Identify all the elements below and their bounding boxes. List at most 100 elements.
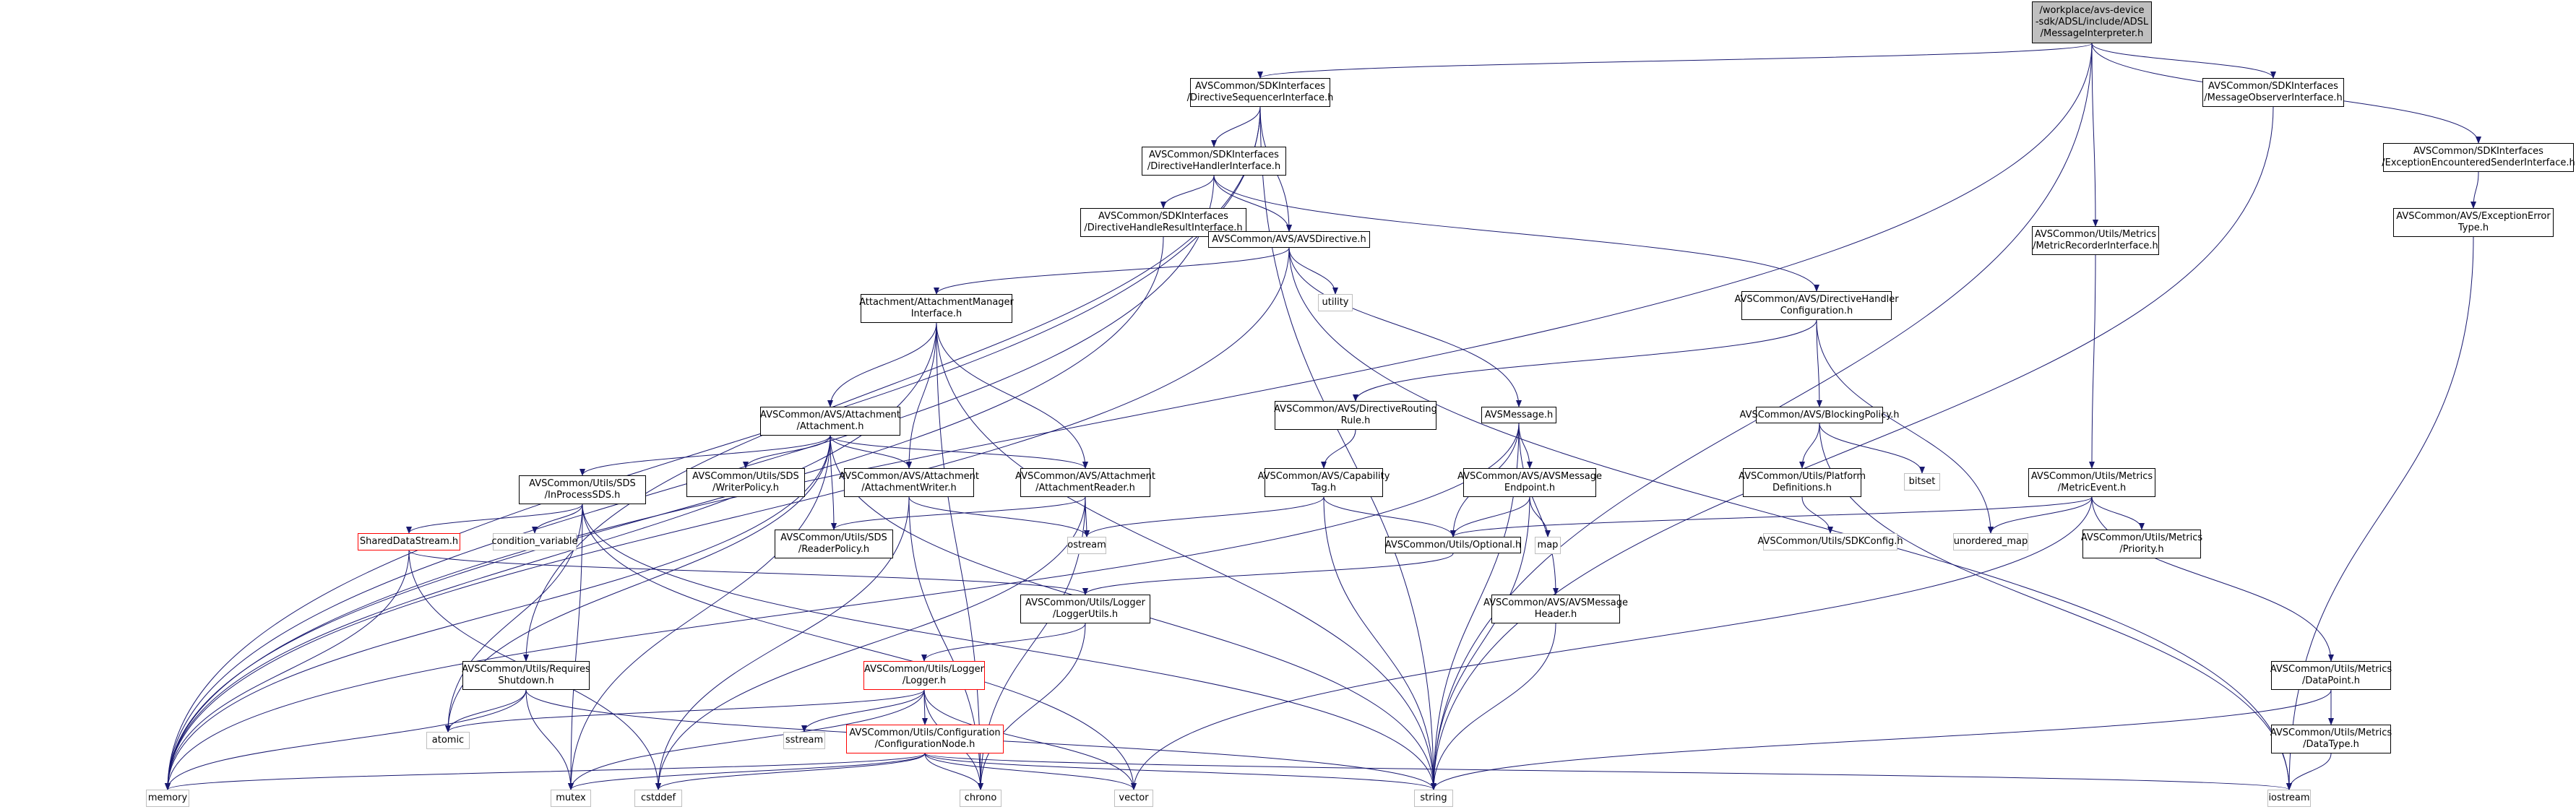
node-label-line: Endpoint.h — [1504, 483, 1556, 493]
node-sds[interactable]: SharedDataStream.h — [358, 533, 460, 550]
node-avsm[interactable]: AVSMessage.h — [1481, 407, 1556, 423]
node-label-line: cstddef — [640, 792, 676, 803]
node-pri[interactable]: AVSCommon/Utils/Metrics/Priority.h — [2080, 530, 2203, 558]
edge-avsd-to-iostream — [1288, 247, 2292, 790]
node-dsi[interactable]: AVSCommon/SDKInterfaces/DirectiveSequenc… — [1187, 78, 1333, 107]
edge-lg-to-sstream — [801, 689, 925, 733]
node-label-line: /AttachmentReader.h — [1035, 483, 1135, 493]
node-label-line: AVSCommon/Utils/Platform — [1739, 471, 1866, 482]
node-mev[interactable]: AVSCommon/Utils/Metrics/MetricEvent.h — [2028, 468, 2155, 497]
edge-mev-to-opt — [1450, 496, 2093, 537]
node-label-line: AVSCommon/Utils/SDS — [529, 478, 636, 489]
edge-avsm-to-memory — [165, 423, 1520, 790]
node-label-line: /Attachment.h — [796, 421, 864, 432]
node-label-line: atomic — [431, 735, 465, 746]
node-root[interactable]: /workplace/avs-device-sdk/ADSL/include/A… — [2032, 1, 2152, 43]
node-label-line: AVSCommon/AVS/Attachment — [760, 410, 900, 420]
edge-att-to-rp — [830, 435, 837, 530]
node-label-line: AVSCommon/SDKInterfaces — [1149, 150, 1279, 160]
edge-cn-to-chrono — [924, 753, 983, 790]
edge-dsi-to-memory — [165, 106, 1261, 790]
node-label-line: AVSCommon/SDKInterfaces — [1195, 81, 1325, 92]
edge-avsd-to-memory — [165, 247, 1290, 790]
node-rp[interactable]: AVSCommon/Utils/SDS/ReaderPolicy.h — [775, 530, 893, 558]
edge-lg-to-atomic — [445, 689, 925, 733]
node-label-line: mutex — [556, 792, 586, 803]
node-label-line: /MessageInterpreter.h — [2040, 28, 2144, 39]
edge-bp-to-pd — [1799, 423, 1820, 469]
node-label-line: AVSCommon/AVS/Capability — [1257, 471, 1390, 482]
node-bp[interactable]: AVSCommon/AVS/BlockingPolicy.h — [1740, 407, 1899, 423]
node-label-line: /Priority.h — [2119, 544, 2164, 555]
edge-mri-to-mev — [2089, 254, 2096, 469]
node-bitset: bitset — [1904, 473, 1940, 491]
node-label-line: /Logger.h — [902, 675, 947, 686]
edge-cn-to-string — [924, 753, 1436, 790]
node-label-line: SharedDataStream.h — [359, 536, 459, 547]
node-label-line: AVSCommon/AVS/AVSMessage — [1457, 471, 1602, 482]
edge-cn-to-cstddef — [655, 753, 926, 790]
node-label-line: AVSCommon/Utils/SDS — [692, 471, 799, 482]
node-label-line: AVSMessage.h — [1484, 409, 1554, 420]
node-cn[interactable]: AVSCommon/Utils/Configuration/Configurat… — [846, 725, 1004, 753]
node-label-line: AVSCommon/Utils/Metrics — [2080, 532, 2203, 543]
edge-dsi-to-dhi — [1211, 106, 1261, 147]
edge-dp-to-string — [1431, 689, 2332, 790]
edge-att-to-ar — [830, 435, 1088, 469]
node-label-line: AVSCommon/Utils/Metrics — [2034, 229, 2157, 240]
node-label-line: /AttachmentWriter.h — [861, 483, 957, 493]
node-dhri[interactable]: AVSCommon/SDKInterfaces/DirectiveHandleR… — [1080, 208, 1246, 237]
node-label-line: /LoggerUtils.h — [1052, 609, 1119, 620]
edge-moi-to-string — [1431, 106, 2274, 790]
edge-ar-to-cstddef — [655, 496, 1086, 790]
node-aw[interactable]: AVSCommon/AVS/Attachment/AttachmentWrite… — [839, 468, 979, 497]
node-dp[interactable]: AVSCommon/Utils/Metrics/DataPoint.h — [2270, 661, 2392, 690]
node-wp[interactable]: AVSCommon/Utils/SDS/WriterPolicy.h — [686, 468, 805, 497]
node-avsd[interactable]: AVSCommon/AVS/AVSDirective.h — [1208, 231, 1370, 248]
edge-dhi-to-dhri — [1160, 175, 1215, 209]
node-opt[interactable]: AVSCommon/Utils/Optional.h — [1385, 537, 1521, 553]
edge-aw-to-ostream — [908, 496, 1090, 537]
node-mri[interactable]: AVSCommon/Utils/Metrics/MetricRecorderIn… — [2032, 226, 2159, 255]
edge-sds-to-lu — [408, 550, 1088, 595]
node-lg[interactable]: AVSCommon/Utils/Logger/Logger.h — [863, 661, 985, 690]
edge-amgr-to-chrono — [936, 322, 983, 790]
edge-cn-to-mutex — [568, 753, 926, 790]
edge-root-to-moi — [2091, 43, 2276, 79]
edge-ips-to-vector — [582, 504, 1137, 790]
edge-att-to-aw — [830, 435, 912, 469]
edge-bp-to-bitset — [1819, 423, 1925, 474]
edge-ips-to-string — [582, 504, 1436, 790]
node-moi[interactable]: AVSCommon/SDKInterfaces/MessageObserverI… — [2202, 78, 2344, 107]
node-lu[interactable]: AVSCommon/Utils/Logger/LoggerUtils.h — [1020, 595, 1150, 623]
node-label-line: map — [1537, 540, 1559, 550]
node-att[interactable]: AVSCommon/AVS/Attachment/Attachment.h — [760, 407, 900, 436]
node-label-line: /DataType.h — [2303, 739, 2359, 750]
edge-ar-to-rp — [831, 496, 1086, 530]
node-dt[interactable]: AVSCommon/Utils/Metrics/DataType.h — [2270, 725, 2392, 753]
node-label-line: /MetricRecorderInterface.h — [2033, 241, 2158, 251]
node-label-line: bitset — [1908, 476, 1936, 487]
edge-rs-to-atomic — [445, 689, 527, 733]
edge-rs-to-mutex — [525, 689, 574, 790]
node-eesi[interactable]: AVSCommon/SDKInterfaces/ExceptionEncount… — [2382, 143, 2575, 172]
node-ar[interactable]: AVSCommon/AVS/Attachment/AttachmentReade… — [1015, 468, 1155, 497]
edge-mev-to-pri — [2091, 496, 2145, 530]
node-label-line: string — [1420, 792, 1447, 803]
node-label-line: Header.h — [1534, 609, 1577, 620]
node-cstddef: cstddef — [634, 790, 682, 807]
node-ips[interactable]: AVSCommon/Utils/SDS/InProcessSDS.h — [519, 475, 646, 504]
node-label-line: /MetricEvent.h — [2057, 483, 2127, 493]
node-dhi[interactable]: AVSCommon/SDKInterfaces/DirectiveHandler… — [1142, 147, 1286, 176]
